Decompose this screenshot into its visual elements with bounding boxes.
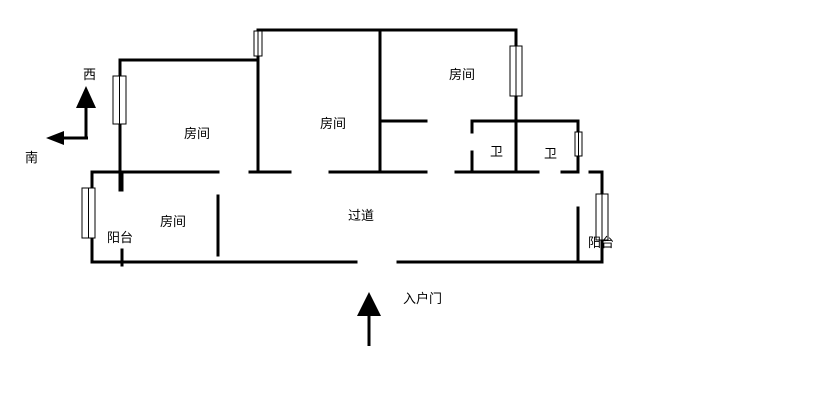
entrance-label: 入户门 — [403, 292, 443, 307]
bath-label-right: 卫 — [544, 147, 558, 162]
room-label-sw: 房间 — [160, 215, 187, 230]
compass-north-label: 西 — [83, 68, 97, 83]
balcony-label-west: 阳台 — [107, 231, 134, 246]
balcony-label-east: 阳台 — [588, 236, 615, 251]
room-label-nw: 房间 — [184, 127, 211, 142]
compass-west-arrowhead-icon — [46, 131, 64, 145]
room-label-ne: 房间 — [449, 68, 476, 83]
corridor-label: 过道 — [348, 209, 375, 224]
compass-south-label: 南 — [25, 151, 39, 166]
bath-label-left: 卫 — [490, 145, 504, 160]
compass-north-arrowhead-icon — [76, 86, 96, 108]
room-label-center: 房间 — [320, 117, 347, 132]
entrance-arrow-icon — [357, 292, 381, 316]
